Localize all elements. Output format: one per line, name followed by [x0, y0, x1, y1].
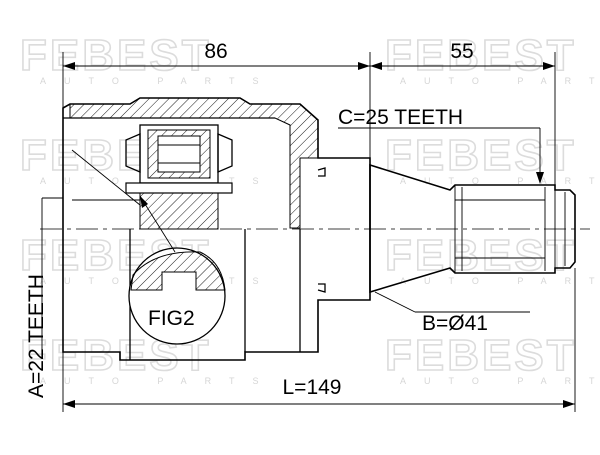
- fig2-label: FIG2: [148, 307, 195, 330]
- spline-c-arrow: [536, 172, 544, 184]
- outer-section-length-label: 86: [204, 40, 227, 63]
- inner-bearing-assembly: [71, 124, 233, 230]
- diameter-b-leader: [374, 291, 416, 313]
- teeth-a-label: A=22 TEETH: [25, 274, 48, 398]
- spline-shaft: [317, 163, 576, 294]
- diameter-b-label: B=Ø41: [422, 312, 488, 335]
- watermark-subtitle: AUTO PARTS: [400, 176, 600, 186]
- watermark-group: FEBEST AUTO PARTS FEBEST AUTO PARTS FEBE…: [19, 30, 600, 386]
- watermark-brand: FEBEST: [20, 31, 212, 80]
- total-length-label: L=149: [283, 376, 342, 399]
- shaft-section-length-label: 55: [450, 40, 473, 63]
- watermark-subtitle: AUTO PARTS: [400, 376, 600, 386]
- outer-housing: [62, 97, 371, 361]
- fig2-detail: [128, 195, 226, 345]
- spline-teeth-c-label: C=25 TEETH: [338, 106, 463, 129]
- watermark-brand: FEBEST: [385, 31, 577, 80]
- watermark-subtitle: AUTO PARTS: [40, 76, 277, 86]
- watermark-brand: FEBEST: [385, 331, 577, 380]
- watermark-subtitle: AUTO PARTS: [40, 376, 277, 386]
- bottom-dimension-lines: [62, 268, 576, 412]
- top-dimension-lines: [62, 52, 556, 185]
- watermark-subtitle: AUTO PARTS: [400, 276, 600, 286]
- watermark-brand: FEBEST: [385, 131, 577, 180]
- watermark-subtitle: AUTO PARTS: [400, 76, 600, 86]
